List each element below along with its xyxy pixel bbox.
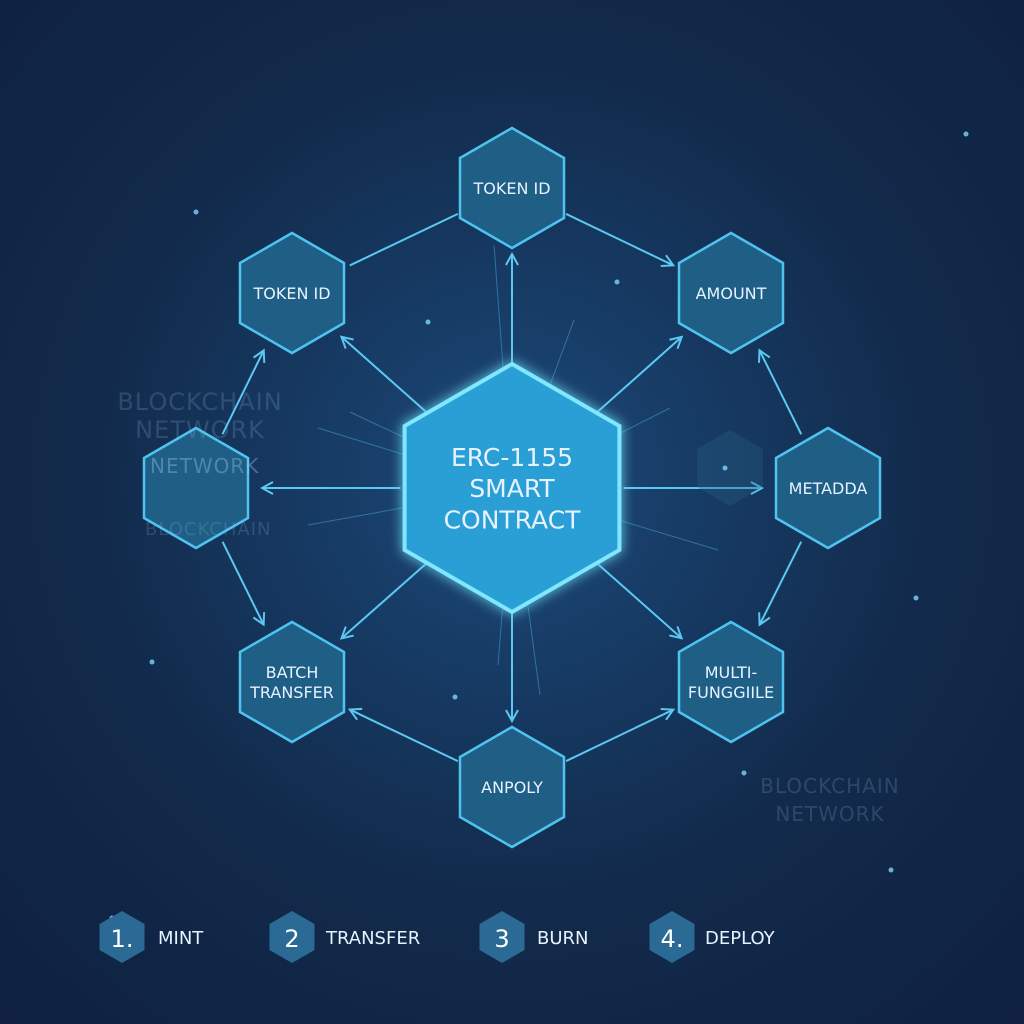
edge-right-upper-right: [760, 350, 803, 435]
node-label: METADDA: [789, 479, 868, 498]
legend-label: BURN: [537, 928, 589, 949]
particle: [722, 465, 728, 471]
node-label: TOKEN ID: [472, 179, 550, 198]
particle: [614, 279, 620, 285]
legend-number: 2: [284, 925, 299, 953]
edge-center-to-upper-left: [341, 337, 430, 415]
particle: [452, 694, 458, 700]
legend-item-burn: 3 BURN: [479, 911, 589, 963]
node-label: TOKEN ID: [252, 284, 330, 303]
edge-center-to-upper-right: [594, 337, 681, 415]
node-label: FUNGGIILE: [688, 683, 774, 702]
legend-item-mint: 1. MINT: [99, 911, 204, 963]
node-hexagon: [677, 231, 785, 355]
node-upper-left[interactable]: TOKEN ID: [238, 231, 346, 355]
legend-item-transfer: 2 TRANSFER: [269, 911, 420, 963]
legend-hexagon-icon: [479, 911, 525, 963]
edge-right-lower-right: [760, 541, 803, 625]
edge-bottom-lower-left: [350, 710, 459, 763]
node-top[interactable]: TOKEN ID: [458, 126, 566, 250]
legend-item-deploy: 4. DEPLOY: [649, 911, 776, 963]
node-left[interactable]: [142, 426, 250, 550]
node-label: TRANSFER: [249, 683, 334, 702]
center-label: ERC-1155: [451, 443, 573, 472]
node-label: ANPOLY: [481, 778, 543, 797]
legend-label: TRANSFER: [325, 928, 420, 949]
edge-center-to-lower-left: [342, 561, 429, 639]
edge-left-upper-left: [221, 350, 264, 435]
node-hexagon: [238, 620, 346, 744]
node-label: BATCH: [266, 663, 319, 682]
background-hexagon: [697, 430, 763, 506]
particle: [741, 770, 747, 776]
edge-top-upper-left: [349, 212, 459, 267]
particle: [888, 867, 894, 873]
legend-label: MINT: [158, 928, 204, 949]
particle: [425, 319, 431, 325]
legend-hexagon-icon: [99, 911, 145, 963]
center-label: CONTRACT: [444, 505, 582, 534]
node-lower-right[interactable]: MULTI-FUNGGIILE: [677, 620, 785, 744]
legend-label: DEPLOY: [705, 928, 776, 949]
particle: [149, 659, 155, 665]
node-bottom[interactable]: ANPOLY: [458, 725, 566, 849]
legend-hexagon-icon: [649, 911, 695, 963]
legend-number: 4.: [661, 925, 684, 953]
node-hexagon: [458, 126, 566, 250]
edge-center-to-lower-right: [594, 561, 682, 638]
node-label: AMOUNT: [696, 284, 767, 303]
legend-hexagon-icon: [269, 911, 315, 963]
center-label: SMART: [469, 474, 555, 503]
edge-bottom-lower-right: [565, 710, 673, 762]
edge-left-lower-left: [221, 541, 264, 625]
node-upper-right[interactable]: AMOUNT: [677, 231, 785, 355]
particle: [913, 595, 919, 601]
legend-number: 3: [494, 925, 509, 953]
node-label: MULTI-: [705, 663, 758, 682]
node-right[interactable]: METADDA: [774, 426, 882, 550]
center-hexagon: [402, 361, 622, 615]
edge-top-upper-right: [565, 213, 673, 265]
node-hexagon: [677, 620, 785, 744]
legend-number: 1.: [111, 925, 134, 953]
particle: [193, 209, 199, 215]
node-hexagon: [142, 426, 250, 550]
particle: [963, 131, 969, 137]
node-hexagon: [238, 231, 346, 355]
node-hexagon: [458, 725, 566, 849]
node-hexagon: [774, 426, 882, 550]
